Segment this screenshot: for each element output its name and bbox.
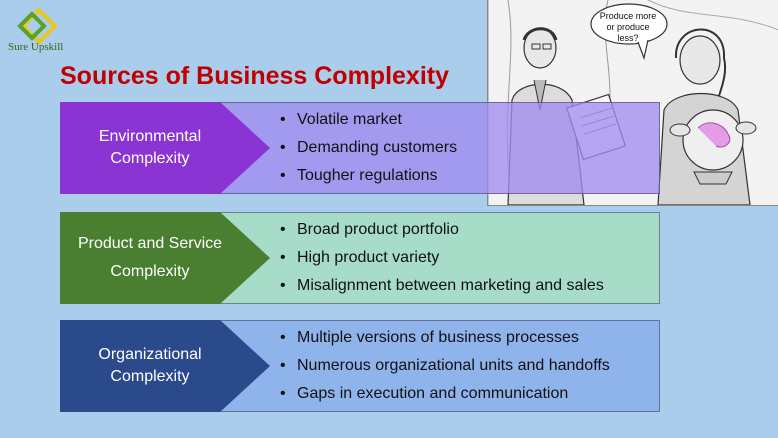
list-item: Volatile market (280, 106, 457, 134)
row-label: Environmental Complexity (98, 128, 202, 167)
list-item: Broad product portfolio (280, 216, 604, 244)
row-label: Product and Service Complexity (77, 235, 223, 280)
bullet-list: Broad product portfolio High product var… (280, 216, 604, 300)
page-title: Sources of Business Complexity (60, 62, 450, 90)
chevron-arrow-icon (60, 320, 270, 412)
list-item: Tougher regulations (280, 162, 457, 190)
chevron-arrow-icon (60, 212, 270, 304)
bullet-list: Multiple versions of business processes … (280, 324, 610, 408)
complexity-row-environmental: Environmental Complexity Volatile market… (60, 102, 660, 194)
list-item: High product variety (280, 244, 604, 272)
row-label: Organizational Complexity (98, 346, 202, 385)
list-item: Multiple versions of business processes (280, 324, 610, 352)
speech-bubble-text: Produce more or produce less? (599, 11, 657, 43)
logo-mark-icon (17, 7, 58, 45)
list-item: Gaps in execution and communication (280, 380, 610, 408)
list-item: Misalignment between marketing and sales (280, 272, 604, 300)
logo-text: Sure Upskill (8, 41, 64, 53)
bullet-list: Volatile market Demanding customers Toug… (280, 106, 457, 190)
list-item: Numerous organizational units and handof… (280, 352, 610, 380)
list-item: Demanding customers (280, 134, 457, 162)
complexity-row-organizational: Organizational Complexity Multiple versi… (60, 320, 660, 412)
chevron-arrow-icon (60, 102, 270, 194)
complexity-row-product-service: Product and Service Complexity Broad pro… (60, 212, 660, 304)
logo (14, 7, 84, 58)
